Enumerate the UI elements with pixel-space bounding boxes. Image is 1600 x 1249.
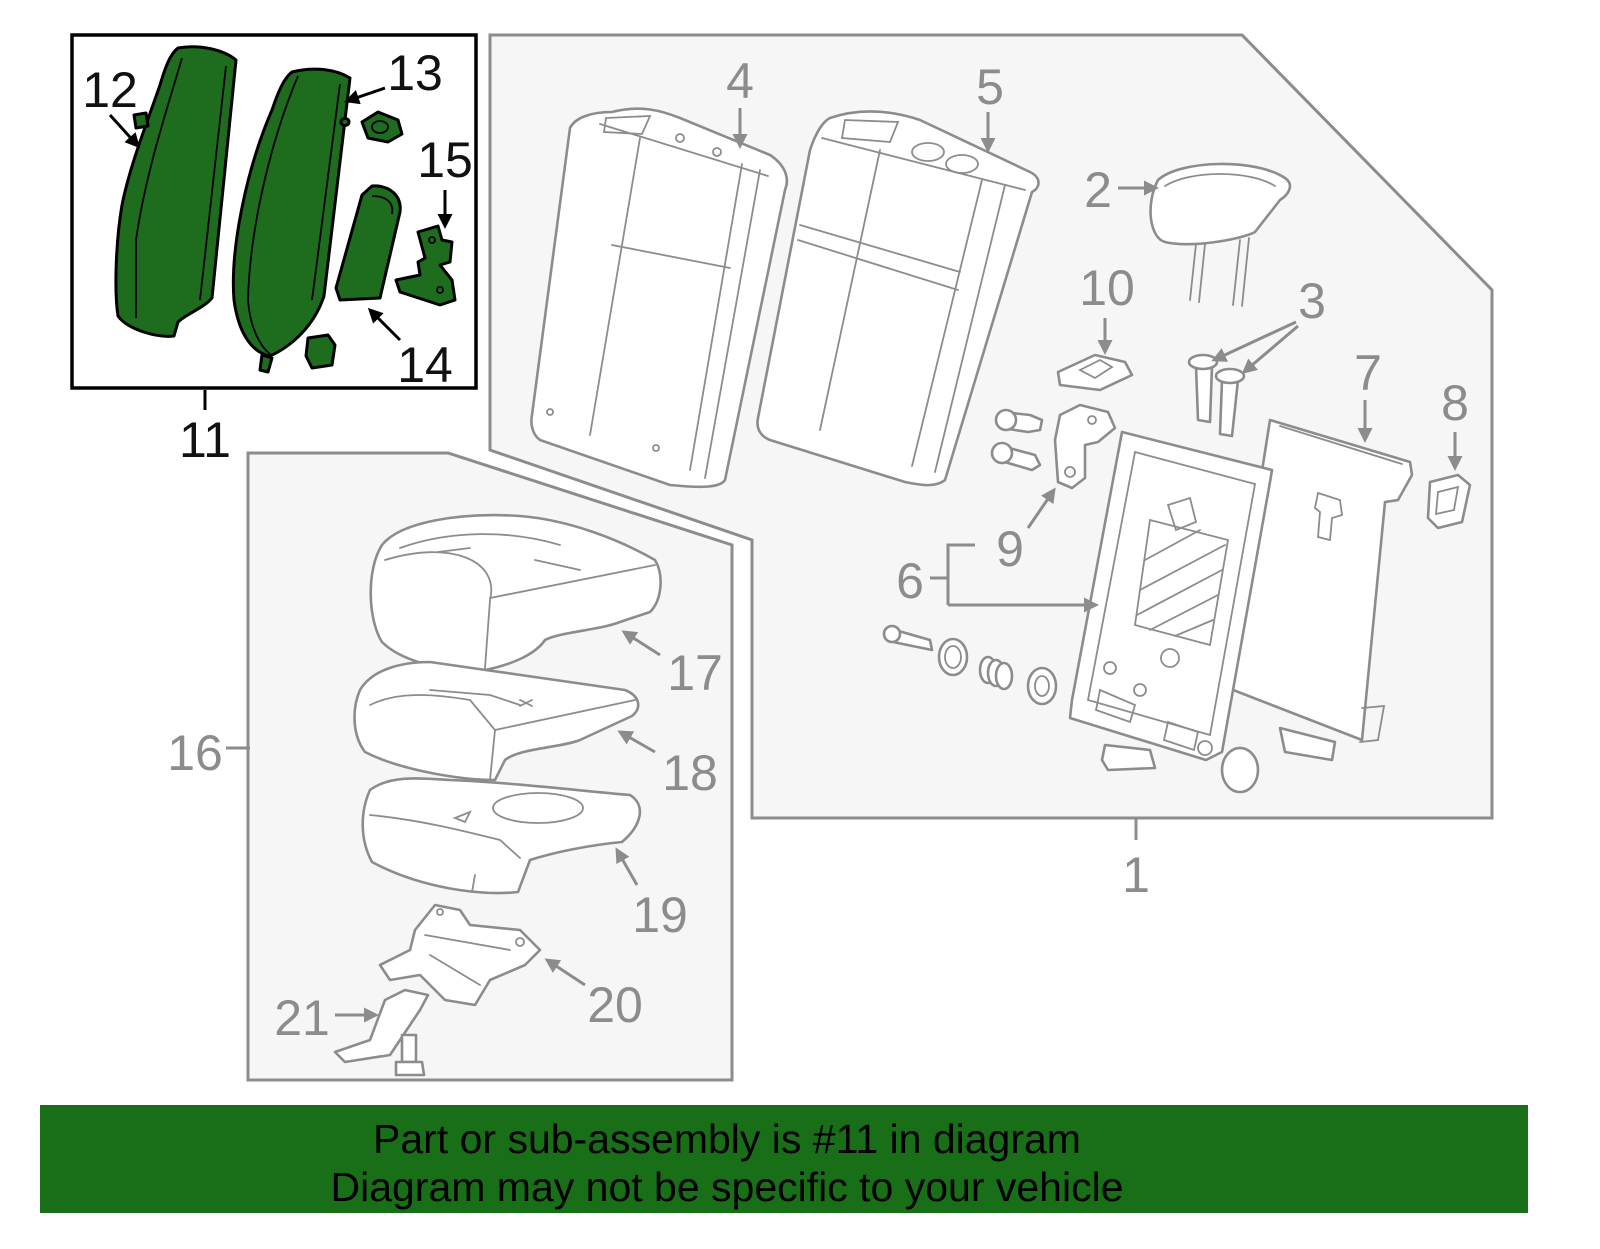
- callout-4: 4: [726, 53, 754, 109]
- part-19-cushion-frame: [361, 777, 642, 895]
- part-10-latch-plate: [1056, 353, 1134, 392]
- callout-16: 16: [167, 725, 223, 781]
- part-5-seat-back: [756, 110, 1040, 487]
- part-4-seat-back: [530, 107, 789, 489]
- part-21-bracket: [333, 988, 430, 1077]
- callout-21: 21: [274, 990, 330, 1046]
- leader-14: [367, 307, 402, 342]
- callout-11: 11: [179, 412, 231, 468]
- leader-12: [108, 113, 141, 149]
- armrest-clip: [304, 333, 337, 370]
- notice-banner: Part or sub-assembly is #11 in diagram D…: [40, 1105, 1528, 1213]
- callout-8: 8: [1441, 375, 1469, 431]
- leader-3b: [1241, 324, 1299, 374]
- leader-13: [344, 86, 386, 105]
- leader-17: [621, 630, 661, 657]
- leader-19: [615, 847, 639, 886]
- part-8-latch: [1426, 473, 1472, 530]
- part-18-cushion-pad: [353, 660, 640, 782]
- callout-5: 5: [976, 59, 1004, 115]
- callout-10: 10: [1079, 260, 1135, 316]
- callout-6: 6: [896, 553, 924, 609]
- part-13-armrest-shell: [231, 67, 352, 374]
- callout-13: 13: [387, 45, 443, 101]
- banner-line-1: Part or sub-assembly is #11 in diagram: [373, 1116, 1081, 1162]
- part-7-back-panel: [1226, 418, 1414, 743]
- part-12-armrest-pad: [114, 45, 238, 338]
- callout-1: 1: [1122, 847, 1150, 903]
- leader-20: [544, 958, 586, 987]
- callout-20: 20: [587, 977, 643, 1033]
- frame-hardware: [882, 624, 1337, 794]
- banner-line-2: Diagram may not be specific to your vehi…: [330, 1164, 1124, 1210]
- callout-12: 12: [82, 62, 138, 118]
- part-20-bracket: [378, 903, 542, 1007]
- leader-9: [1026, 487, 1056, 529]
- part-15-bracket: [394, 224, 457, 307]
- leader-18: [617, 730, 656, 754]
- callout-18: 18: [662, 745, 718, 801]
- armrest-knob: [360, 110, 404, 144]
- part-14-cover: [334, 184, 402, 302]
- part-3-guides: [1187, 353, 1246, 438]
- callout-3: 3: [1298, 273, 1326, 329]
- leader-6-bracket: [930, 543, 975, 605]
- part-6-frame: [1068, 430, 1274, 762]
- part-9-hinge: [990, 403, 1117, 490]
- callout-15: 15: [417, 132, 473, 188]
- callout-2: 2: [1084, 162, 1112, 218]
- leader-3a: [1211, 320, 1297, 362]
- callout-19: 19: [632, 887, 688, 943]
- callout-17: 17: [667, 645, 723, 701]
- callout-7: 7: [1354, 345, 1382, 401]
- part-2-headrest: [1149, 162, 1292, 307]
- part-17-cushion-cover: [369, 513, 662, 672]
- callout-9: 9: [996, 521, 1024, 577]
- callout-14: 14: [397, 337, 453, 393]
